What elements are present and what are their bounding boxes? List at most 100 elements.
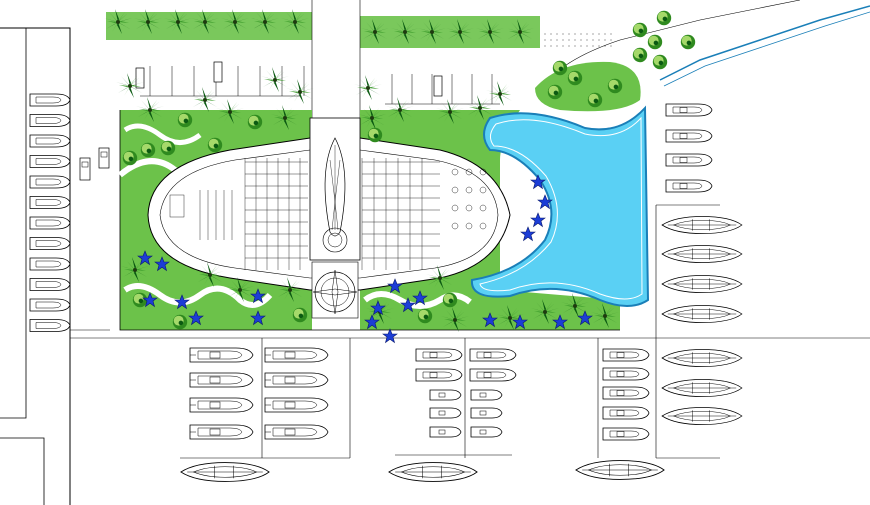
boat-icon <box>415 368 463 382</box>
round-tree-icon <box>172 314 188 330</box>
boat-icon <box>29 175 71 189</box>
round-tree-icon <box>547 84 563 100</box>
boat-icon <box>264 372 329 388</box>
entrance-road <box>311 0 361 118</box>
boat-icon <box>665 153 713 167</box>
boat-icon <box>415 348 463 362</box>
boat-icon <box>29 93 71 107</box>
boat-icon <box>29 237 71 250</box>
parking-lot <box>135 61 500 105</box>
boat-icon <box>469 368 517 382</box>
car-icon <box>433 75 443 97</box>
round-tree-icon <box>552 60 568 76</box>
boat-icon <box>429 389 462 401</box>
boat-icon <box>661 216 743 234</box>
boat-icon <box>661 275 743 293</box>
car-icon <box>98 147 110 169</box>
boat-icon <box>665 103 713 117</box>
boat-icon <box>661 379 743 397</box>
palm-tree-icon <box>191 87 219 112</box>
boat-icon <box>189 424 254 440</box>
round-tree-icon <box>160 140 176 156</box>
boat-icon <box>180 462 270 482</box>
boat-icon <box>470 389 503 401</box>
round-tree-icon <box>647 34 663 50</box>
boat-icon <box>602 406 650 420</box>
round-tree-icon <box>177 112 193 128</box>
boat-icon <box>575 460 665 480</box>
hotel-building <box>147 117 511 319</box>
bottom-sailboats <box>180 460 665 482</box>
right-marina-boats <box>661 103 743 425</box>
left-marina-boats <box>29 93 71 332</box>
boat-icon <box>429 426 462 438</box>
palm-tree-icon <box>286 79 314 104</box>
round-tree-icon <box>680 34 696 50</box>
bottom-marina-boats <box>189 347 650 441</box>
boat-icon <box>29 319 71 332</box>
round-tree-icon <box>607 78 623 94</box>
palm-tree-icon <box>261 67 289 92</box>
round-tree-icon <box>632 47 648 63</box>
boat-icon <box>388 462 478 482</box>
palm-tree-icon <box>486 81 514 106</box>
boat-icon <box>29 216 71 230</box>
round-tree-icon <box>417 308 433 324</box>
boat-icon <box>189 372 254 388</box>
boat-icon <box>29 114 71 127</box>
boat-icon <box>470 407 503 419</box>
boat-icon <box>665 129 713 143</box>
boat-icon <box>264 347 329 363</box>
round-tree-icon <box>132 292 148 308</box>
boat-icon <box>264 424 329 440</box>
swimming-pool <box>470 105 650 307</box>
palm-tree-icon <box>354 75 382 100</box>
star-shrub-icon <box>530 212 546 227</box>
round-tree-icon <box>247 114 263 130</box>
star-shrub-icon <box>520 226 536 241</box>
boat-icon <box>661 349 743 367</box>
boat-icon <box>665 179 713 193</box>
boat-icon <box>602 348 650 362</box>
boat-icon <box>602 386 650 400</box>
boat-icon <box>429 407 462 419</box>
round-tree-icon <box>442 292 458 308</box>
boat-icon <box>470 426 503 438</box>
boat-icon <box>602 367 650 381</box>
round-tree-icon <box>207 137 223 153</box>
star-shrub-icon <box>382 328 398 343</box>
boat-icon <box>661 305 743 323</box>
boat-icon <box>661 245 743 263</box>
round-tree-icon <box>367 127 383 143</box>
car-icon <box>135 67 145 89</box>
boat-icon <box>661 407 743 425</box>
boat-icon <box>29 257 71 271</box>
round-tree-icon <box>122 150 138 166</box>
boat-icon <box>29 298 71 312</box>
boat-icon <box>189 397 254 413</box>
round-tree-icon <box>140 142 156 158</box>
round-tree-icon <box>656 10 672 26</box>
coastline <box>539 0 870 91</box>
boat-icon <box>29 155 71 168</box>
compass-rose-icon <box>311 261 359 319</box>
boat-icon <box>29 196 71 209</box>
shell-sculpture-icon <box>322 137 348 253</box>
car-icon <box>79 157 91 181</box>
round-tree-icon <box>652 54 668 70</box>
boat-icon <box>189 347 254 363</box>
left-marina <box>0 27 870 505</box>
boat-icon <box>29 278 71 291</box>
boat-icon <box>29 134 71 148</box>
top-palm-rows <box>104 9 540 48</box>
round-tree-icon <box>567 70 583 86</box>
boat-icon <box>602 427 650 441</box>
round-tree-icon <box>587 92 603 108</box>
car-icon <box>213 61 223 83</box>
boat-icon <box>264 397 329 413</box>
round-tree-icon <box>292 307 308 323</box>
boat-icon <box>469 348 517 362</box>
round-tree-icon <box>632 22 648 38</box>
bottom-docks <box>180 204 720 459</box>
